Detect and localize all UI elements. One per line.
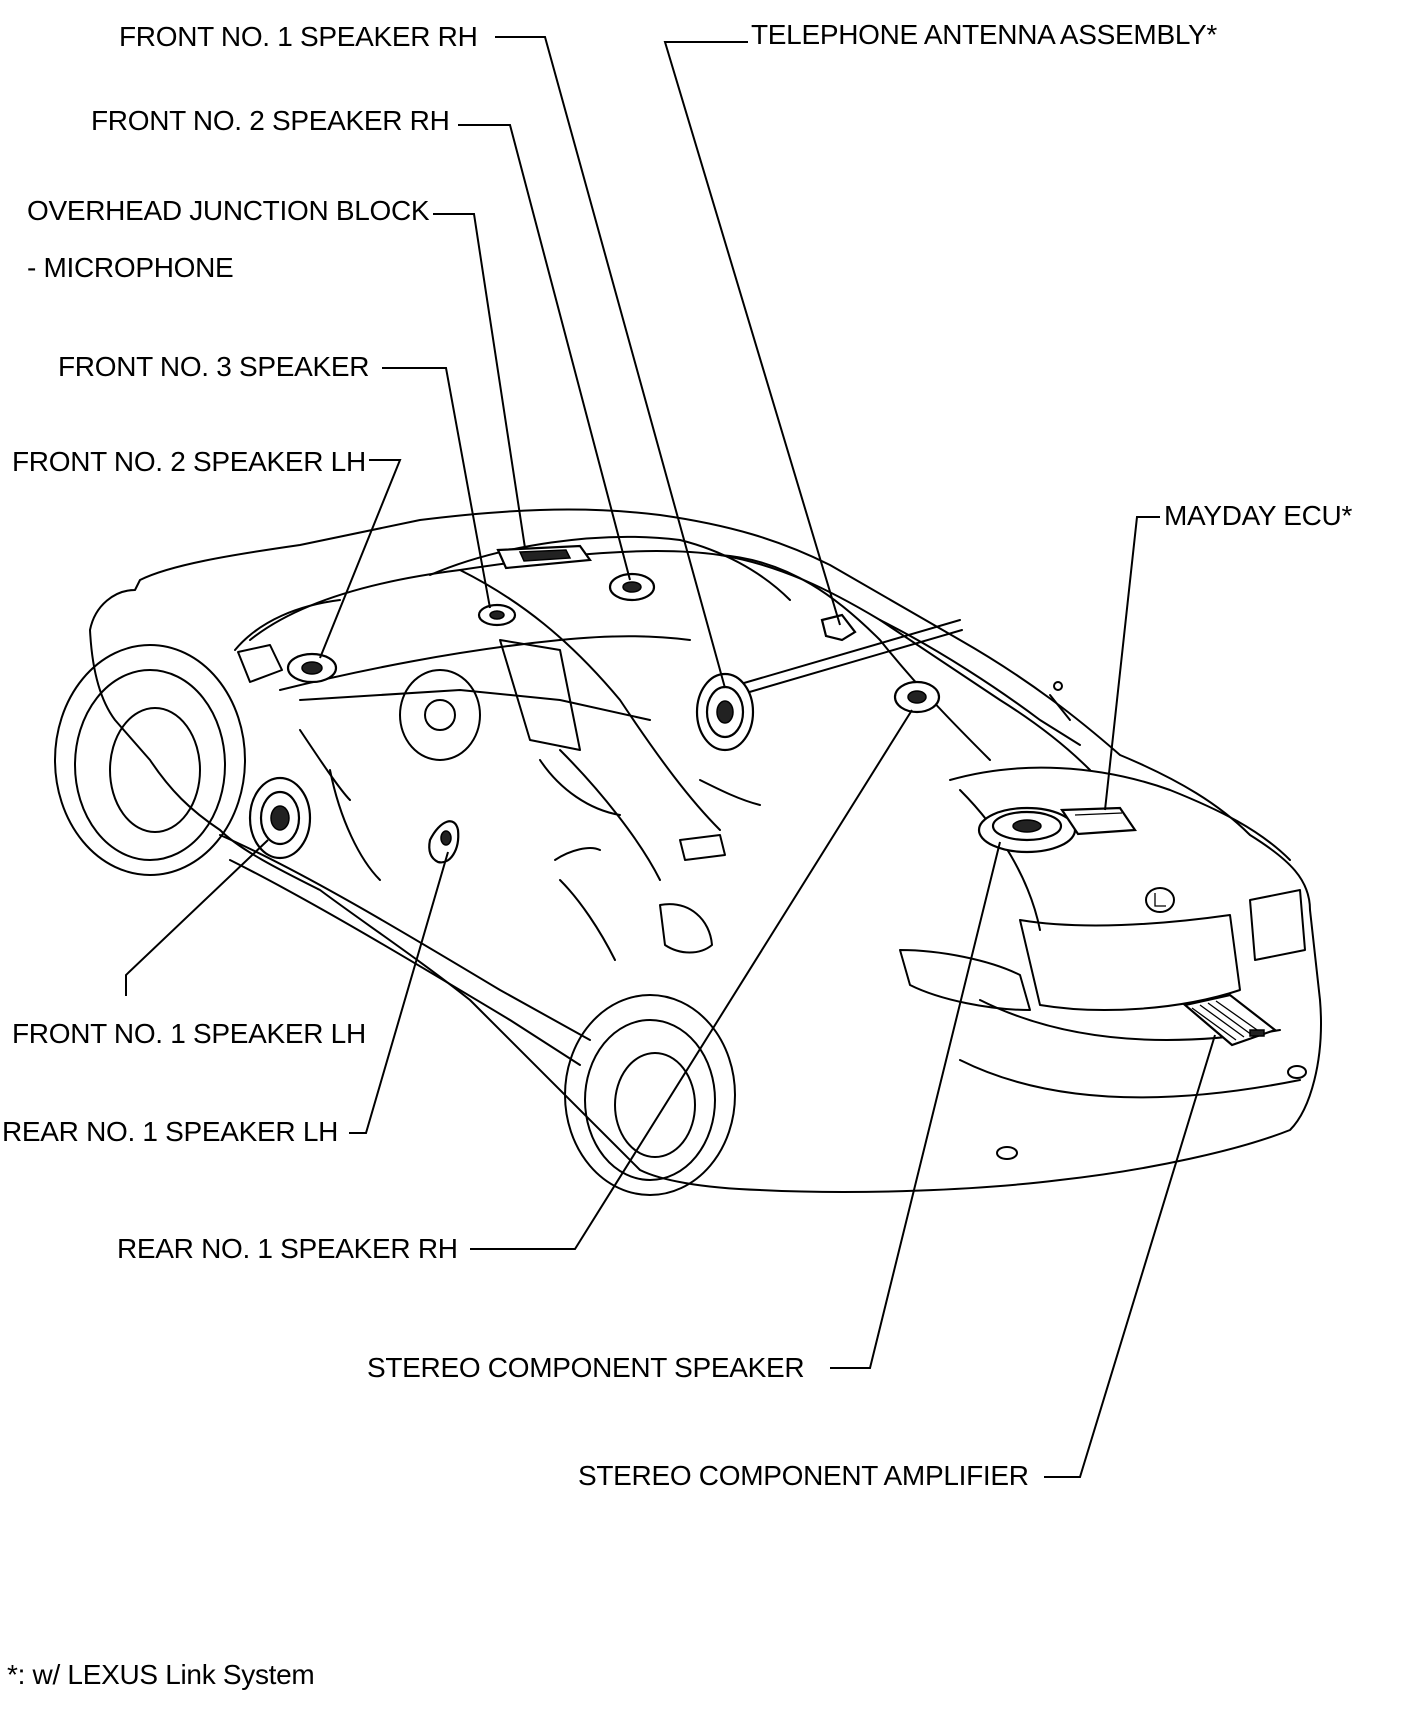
- component-telephone-antenna: [820, 613, 857, 642]
- component-front-no1-speaker-rh: [695, 672, 755, 752]
- label-telephone-antenna-assembly: TELEPHONE ANTENNA ASSEMBLY*: [751, 19, 1217, 50]
- component-rear-no1-speaker-rh: [893, 680, 941, 714]
- component-overhead-junction-block: [496, 544, 593, 570]
- component-stereo-component-amplifier: [1182, 993, 1278, 1047]
- label-front-no2-speaker-lh: FRONT NO. 2 SPEAKER LH: [12, 446, 366, 477]
- component-front-no3-speaker: [477, 603, 517, 627]
- label-overhead-junction-block: OVERHEAD JUNCTION BLOCK: [27, 195, 430, 226]
- component-stereo-component-speaker: [977, 806, 1077, 854]
- component-mayday-ecu: [1059, 806, 1137, 836]
- label-rear-no1-speaker-lh: REAR NO. 1 SPEAKER LH: [2, 1116, 339, 1147]
- leader-lines: [125, 36, 1216, 1478]
- component-front-no2-speaker-rh: [608, 572, 656, 602]
- label-mayday-ecu: MAYDAY ECU*: [1164, 500, 1353, 531]
- component-front-no1-speaker-lh: [248, 776, 312, 860]
- label-stereo-component-amplifier: STEREO COMPONENT AMPLIFIER: [578, 1460, 1029, 1491]
- footnote: *: w/ LEXUS Link System: [7, 1659, 315, 1690]
- component-front-no2-speaker-lh: [286, 652, 338, 684]
- label-front-no2-speaker-rh: FRONT NO. 2 SPEAKER RH: [91, 105, 450, 136]
- car-body-outline: [54, 508, 1322, 1196]
- label-stereo-component-speaker: STEREO COMPONENT SPEAKER: [367, 1352, 805, 1383]
- label-front-no1-speaker-lh: FRONT NO. 1 SPEAKER LH: [12, 1018, 366, 1049]
- label-front-no1-speaker-rh: FRONT NO. 1 SPEAKER RH: [119, 21, 478, 52]
- label-front-no3-speaker: FRONT NO. 3 SPEAKER: [58, 351, 370, 382]
- component-rear-no1-speaker-lh: [428, 820, 460, 864]
- label-microphone: - MICROPHONE: [27, 252, 234, 283]
- label-rear-no1-speaker-rh: REAR NO. 1 SPEAKER RH: [117, 1233, 458, 1264]
